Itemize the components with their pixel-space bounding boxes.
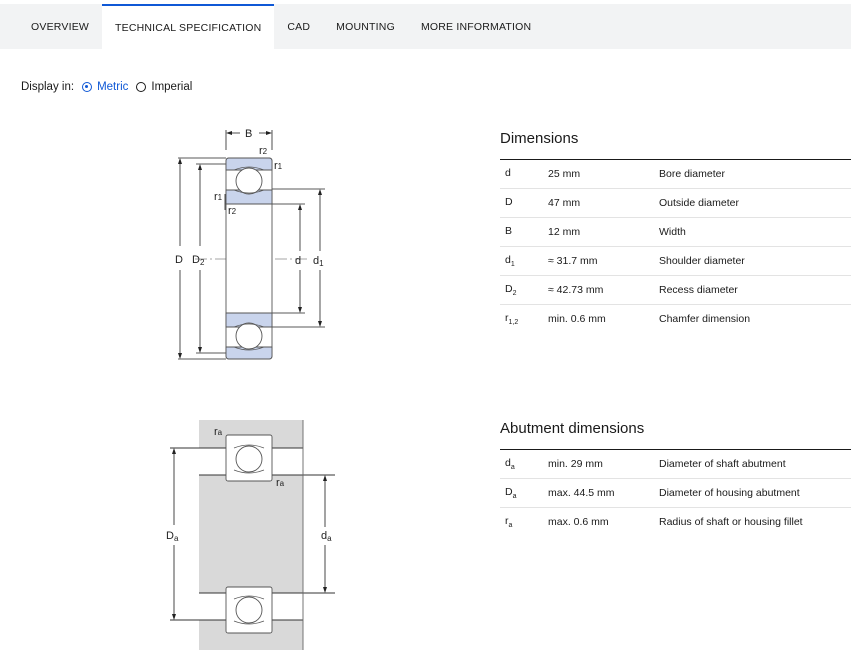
table-row: D 47 mm Outside diameter [500, 188, 851, 218]
metric-label[interactable]: Metric [97, 81, 129, 93]
description-cell: Outside diameter [654, 188, 851, 218]
description-cell: Radius of shaft or housing fillet [659, 516, 803, 528]
description-cell: Recess diameter [654, 275, 851, 305]
metric-radio[interactable] [82, 82, 93, 92]
table-row: d 25 mm Bore diameter [500, 159, 851, 189]
symbol-cell: Da [500, 478, 543, 508]
value-cell: 47 mm [543, 188, 654, 218]
bearing-dimensions-drawing: B r2 r1 r1 r2 D D2 d d1 [175, 128, 325, 360]
value-cell: max. 44.5 mm [543, 478, 654, 508]
display-in-label: Display in: [21, 81, 75, 93]
symbol-cell: D2 [500, 275, 543, 305]
table-row: B 12 mm Width [500, 217, 851, 247]
symbol-cell: B [500, 217, 543, 247]
dimensions-table: d 25 mm Bore diameter D 47 mm Outside di… [500, 159, 851, 333]
description-cell: Diameter of shaft abutment [654, 449, 851, 479]
symbol-cell: d1 [500, 246, 543, 276]
tab-more-information[interactable]: MORE INFORMATION [420, 20, 532, 33]
label-r2-left: r2 [228, 205, 237, 217]
value-cell: ≈ 31.7 mm [543, 246, 654, 276]
label-D: D [175, 254, 183, 266]
imperial-label[interactable]: Imperial [151, 81, 193, 93]
description-cell: Diameter of housing abutment [654, 478, 851, 508]
symbol-cell: da [500, 449, 543, 479]
tab-technical-specification[interactable]: TECHNICAL SPECIFICATION [102, 4, 275, 49]
abutment-dimensions-table: da min. 29 mm Diameter of shaft abutment… [500, 449, 851, 536]
value-cell: ≈ 42.73 mm [543, 275, 654, 305]
table-row: d1 ≈ 31.7 mm Shoulder diameter [500, 246, 851, 276]
symbol-cell: D [500, 188, 543, 218]
description-cell: Chamfer dimension [659, 313, 751, 325]
label-D2: D2 [192, 254, 205, 267]
description-cell: Width [654, 217, 851, 247]
label-ra-top: ra [214, 426, 223, 438]
value-cell: min. 0.6 mm [548, 313, 606, 325]
label-ra-mid: ra [276, 477, 285, 489]
label-Da: Da [166, 530, 179, 543]
table-row: ra max. 0.6 mm Radius of shaft or housin… [500, 508, 851, 537]
table-row: r1,2 min. 0.6 mm Chamfer dimension [500, 305, 851, 334]
table-row: D2 ≈ 42.73 mm Recess diameter [500, 275, 851, 305]
table-row: Da max. 44.5 mm Diameter of housing abut… [500, 478, 851, 508]
description-cell: Shoulder diameter [654, 246, 851, 276]
value-cell: 25 mm [543, 159, 654, 189]
symbol-cell: d [500, 159, 543, 189]
tab-overview[interactable]: OVERVIEW [31, 20, 90, 33]
value-cell: 12 mm [543, 217, 654, 247]
tab-bar: OVERVIEW TECHNICAL SPECIFICATION CAD MOU… [0, 4, 851, 49]
tab-mounting[interactable]: MOUNTING [336, 20, 395, 33]
label-d1: d1 [313, 255, 324, 268]
label-da: da [321, 530, 332, 543]
label-B: B [245, 128, 252, 140]
abutment-dimensions-drawing: ra ra Da da [166, 420, 335, 650]
tab-cad[interactable]: CAD [287, 20, 311, 33]
description-cell: Bore diameter [654, 159, 851, 189]
value-cell: min. 29 mm [543, 449, 654, 479]
label-r1-left: r1 [214, 191, 223, 203]
imperial-radio[interactable] [136, 82, 147, 92]
label-r1-top: r1 [274, 160, 283, 172]
label-d: d [295, 255, 301, 267]
symbol-cell: r1,2 [505, 311, 519, 327]
label-r2-top: r2 [259, 145, 268, 157]
dimensions-title: Dimensions [500, 130, 579, 147]
unit-selector: Display in: Metric Imperial [21, 81, 192, 93]
value-cell: max. 0.6 mm [548, 516, 609, 528]
abutment-dimensions-title: Abutment dimensions [500, 420, 645, 437]
table-row: da min. 29 mm Diameter of shaft abutment [500, 449, 851, 479]
symbol-cell: ra [505, 514, 513, 530]
